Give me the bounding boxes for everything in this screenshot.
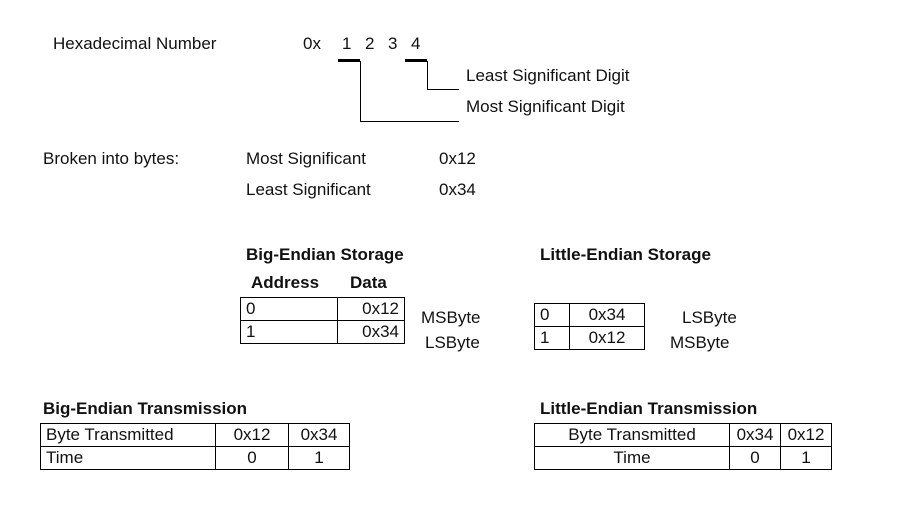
lsd-connector-horizontal [427, 89, 459, 90]
hex-prefix: 0x [303, 34, 321, 53]
big-storage-data-1: 0x34 [337, 320, 405, 344]
big-tx-row1-label: Byte Transmitted [40, 423, 216, 447]
big-storage-data-0: 0x12 [337, 297, 405, 321]
little-storage-address-1: 1 [534, 326, 570, 350]
table-row: 1 0x34 [240, 320, 405, 344]
little-tx-row2-v1: 0 [729, 446, 781, 470]
big-tx-row2-v1: 0 [215, 446, 289, 470]
lsd-label: Least Significant Digit [466, 66, 630, 85]
table-row: Byte Transmitted 0x12 0x34 [40, 423, 350, 447]
table-row: 0 0x12 [240, 297, 405, 321]
hex-number-label: Hexadecimal Number [53, 34, 217, 53]
big-tx-row2-label: Time [40, 446, 216, 470]
table-row: 1 0x12 [534, 326, 645, 350]
little-storage-table: 0 0x34 1 0x12 [534, 303, 645, 350]
msd-connector-horizontal [360, 121, 459, 122]
table-row: Byte Transmitted 0x34 0x12 [534, 423, 832, 447]
big-storage-tag-1: LSByte [425, 333, 480, 352]
big-tx-table: Byte Transmitted 0x12 0x34 Time 0 1 [40, 423, 350, 470]
bytes-label: Broken into bytes: [43, 149, 180, 168]
little-storage-tag-1: MSByte [670, 333, 730, 352]
msd-connector-vertical [360, 61, 361, 121]
big-storage-title: Big-Endian Storage [246, 245, 404, 264]
byte-ls-value: 0x34 [439, 180, 476, 199]
little-tx-row2-label: Time [534, 446, 730, 470]
byte-ls-name: Least Significant [246, 180, 371, 199]
big-storage-header-address: Address [251, 273, 320, 292]
hex-digit-1: 1 [342, 34, 352, 53]
big-storage-address-1: 1 [240, 320, 338, 344]
big-tx-row2-v2: 1 [288, 446, 350, 470]
little-tx-table: Byte Transmitted 0x34 0x12 Time 0 1 [534, 423, 832, 470]
lsd-underline [405, 59, 427, 62]
little-tx-row2-v2: 1 [780, 446, 832, 470]
big-tx-title: Big-Endian Transmission [43, 399, 248, 418]
big-tx-row1-v2: 0x34 [288, 423, 350, 447]
table-row: Time 0 1 [534, 446, 832, 470]
hex-digit-3: 3 [388, 34, 398, 53]
little-storage-tag-0: LSByte [682, 308, 737, 327]
msd-underline [338, 59, 360, 62]
table-row: Time 0 1 [40, 446, 350, 470]
hex-digit-4: 4 [411, 34, 421, 53]
little-tx-row1-v2: 0x12 [780, 423, 832, 447]
little-storage-data-0: 0x34 [569, 303, 645, 327]
little-storage-data-1: 0x12 [569, 326, 645, 350]
big-storage-table: 0 0x12 1 0x34 [240, 297, 405, 344]
hex-digit-2: 2 [365, 34, 375, 53]
lsd-connector-vertical [427, 61, 428, 89]
msd-label: Most Significant Digit [466, 97, 625, 116]
big-storage-address-0: 0 [240, 297, 338, 321]
little-storage-address-0: 0 [534, 303, 570, 327]
table-row: 0 0x34 [534, 303, 645, 327]
big-tx-row1-v1: 0x12 [215, 423, 289, 447]
byte-ms-value: 0x12 [439, 149, 476, 168]
byte-ms-name: Most Significant [246, 149, 366, 168]
little-storage-title: Little-Endian Storage [540, 245, 711, 264]
big-storage-tag-0: MSByte [421, 308, 481, 327]
little-tx-title: Little-Endian Transmission [540, 399, 758, 418]
little-tx-row1-label: Byte Transmitted [534, 423, 730, 447]
little-tx-row1-v1: 0x34 [729, 423, 781, 447]
big-storage-header-data: Data [350, 273, 387, 292]
